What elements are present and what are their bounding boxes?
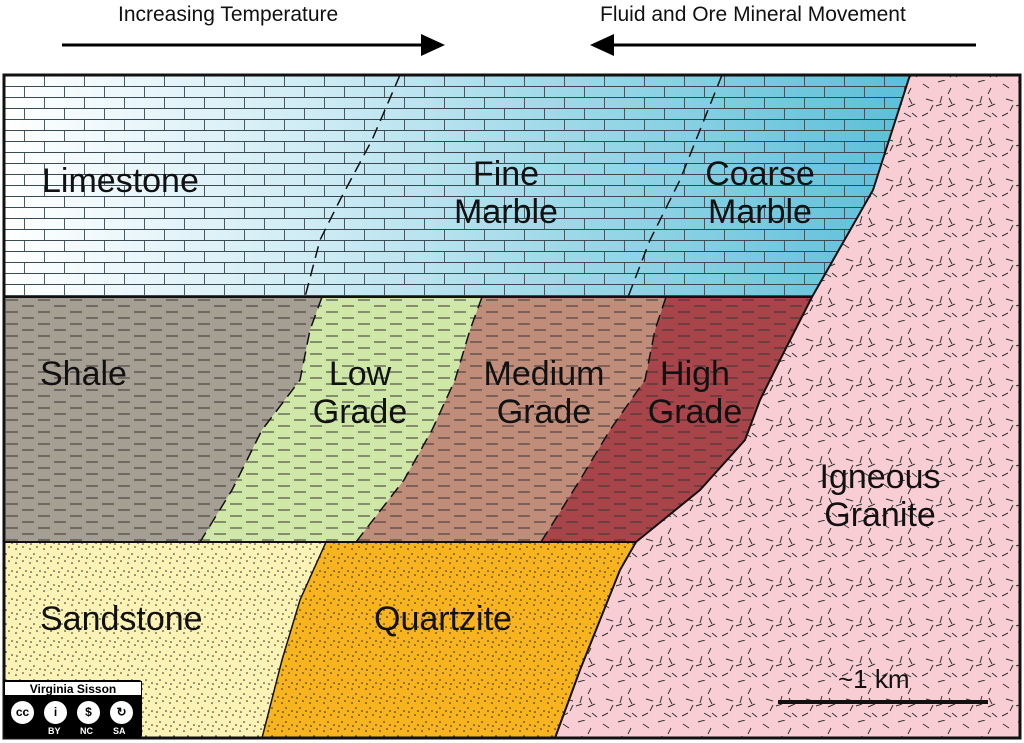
limestone-brick-pattern [4,75,910,297]
shale-label: Shale [40,355,127,393]
boundary-quartzite [261,541,327,739]
by-tag: BY [48,726,61,736]
sand-dot-pattern [4,542,636,738]
fluid-movement-label: Fluid and Ore Mineral Movement [600,3,906,26]
quartzite-label: Quartzite [374,600,512,638]
low-grade-line2: Grade [312,393,408,431]
low-grade-label: Low Grade [295,355,425,431]
nc-tag: NC [80,726,93,736]
license-author: Virginia Sisson [4,681,142,696]
coarse-marble-label: Coarse Marble [680,155,840,231]
low-grade-line1: Low [328,355,392,393]
medium-grade-line2: Grade [496,393,592,431]
high-grade-line2: Grade [647,393,743,431]
fine-marble-label: Fine Marble [426,155,586,231]
fluid-arrowhead [590,34,614,56]
limestone-label: Limestone [42,162,199,200]
isograd-coarse-marble [627,74,723,298]
isograd-medium-grade [355,296,483,543]
granite-contact [554,74,911,739]
cc-license-badge[interactable]: Virginia Sisson cc i $ ↻ BY NC SA [4,680,142,738]
isograd-high-grade [540,296,667,543]
sandstone-label: Sandstone [40,600,203,638]
sa-tag: SA [113,726,126,736]
fine-marble-line2: Marble [454,193,558,231]
high-grade-line1: High [660,355,730,393]
isograd-fine-marble [304,74,401,298]
high-grade-label: High Grade [630,355,760,431]
medium-grade-line1: Medium [483,355,605,393]
noncommercial-icon: $ [75,699,102,726]
granite-tick-pattern [555,75,1020,738]
fine-marble-line1: Fine [472,155,540,193]
temperature-label: Increasing Temperature [118,3,339,26]
temperature-arrowhead [421,34,445,56]
sharealike-icon: ↻ [108,699,135,726]
isograd-low-grade [199,296,323,543]
scale-label: ~1 km [838,664,910,694]
coarse-marble-line1: Coarse [705,155,815,193]
igneous-granite-label: Igneous Granite [790,458,970,534]
medium-grade-label: Medium Grade [468,355,620,431]
granite-line1: Igneous [819,458,941,496]
coarse-marble-line2: Marble [708,193,812,231]
attribution-icon: i [42,699,69,726]
cc-icon: cc [9,699,36,726]
shale-dash-pattern [4,297,812,542]
diagram-frame [2,73,1022,740]
granite-line2: Granite [824,496,936,534]
